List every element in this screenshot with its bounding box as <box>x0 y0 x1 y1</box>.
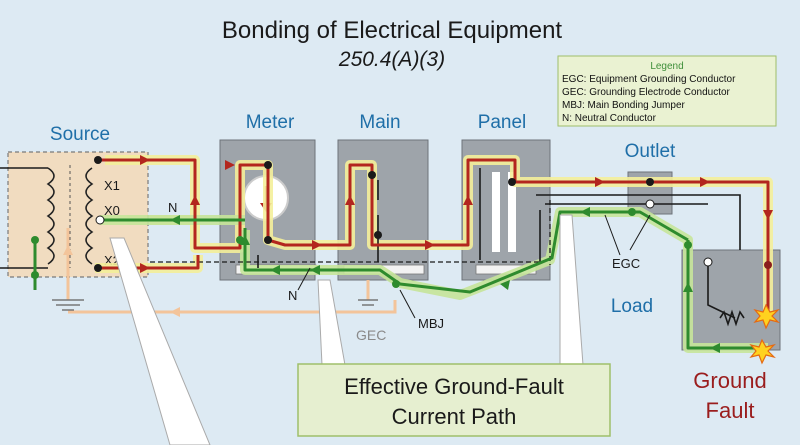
legend-item-n: N: Neutral Conductor <box>562 113 657 124</box>
legend: Legend EGC: Equipment Grounding Conducto… <box>557 55 777 127</box>
label-gec: GEC <box>356 327 386 343</box>
label-n-bottom: N <box>288 288 297 303</box>
ground-electrode-symbols <box>52 299 378 311</box>
ground-fault-line2: Fault <box>706 398 755 423</box>
label-egc: EGC <box>612 256 640 271</box>
mbj-leader <box>399 289 416 319</box>
legend-item-gec: GEC: Grounding Electrode Conductor <box>562 87 731 98</box>
section-label-meter: Meter <box>246 112 295 133</box>
section-label-main: Main <box>359 112 400 133</box>
panel-bus-2 <box>508 172 516 252</box>
ground-arrowheads <box>170 207 720 353</box>
fault-arrowheads <box>140 155 773 273</box>
callout-box: Effective Ground-Fault Current Path <box>297 363 611 437</box>
callout-pointers <box>109 214 584 445</box>
legend-box <box>557 55 777 127</box>
gec-arrowhead <box>170 307 180 317</box>
section-label-outlet: Outlet <box>625 141 676 162</box>
page-title: Bonding of Electrical Equipment <box>222 17 563 44</box>
fault-spark-icons <box>749 303 780 365</box>
secondary-coil <box>85 167 94 265</box>
panel-bus-1 <box>492 172 500 252</box>
primary-coil <box>46 167 55 265</box>
load-resistor <box>719 309 745 327</box>
terminal-x0-label: X0 <box>104 203 120 218</box>
section-label-load: Load <box>611 296 653 317</box>
ground-fault-line1: Ground <box>693 368 766 393</box>
gec-arrowhead-up <box>63 245 73 255</box>
egc-leader <box>604 214 651 256</box>
section-label-panel: Panel <box>478 112 527 133</box>
callout-line2: Current Path <box>392 404 517 429</box>
legend-title: Legend <box>650 61 683 72</box>
n-leader <box>297 267 311 291</box>
legend-item-egc: EGC: Equipment Grounding Conductor <box>562 74 736 85</box>
section-label-source: Source <box>50 124 110 145</box>
label-mbj: MBJ <box>418 316 444 331</box>
callout-line1: Effective Ground-Fault <box>344 374 564 399</box>
page-subtitle: 250.4(A)(3) <box>338 48 445 71</box>
legend-item-mbj: MBJ: Main Bonding Jumper <box>562 100 686 111</box>
terminal-dots <box>31 156 772 288</box>
terminal-x1-label: X1 <box>104 178 120 193</box>
label-n-top: N <box>168 200 177 215</box>
